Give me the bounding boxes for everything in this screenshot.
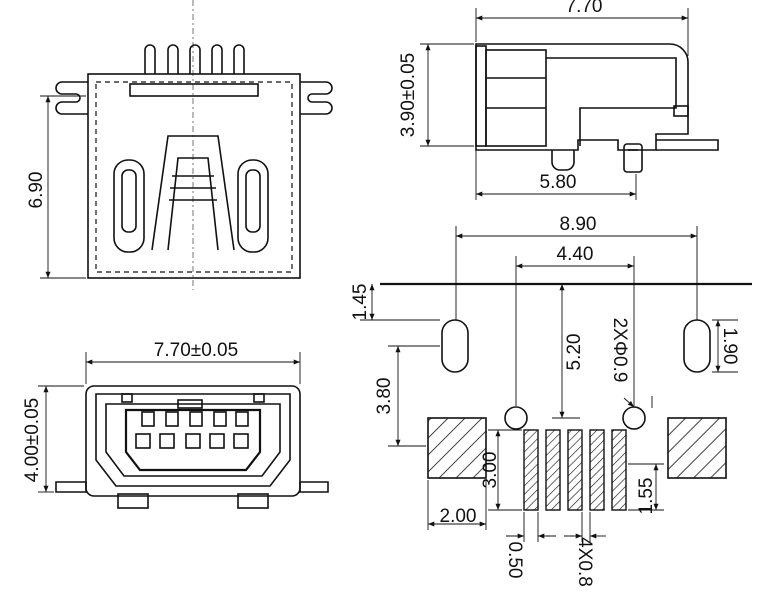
dim-fp-hole-to-edge: 5.20 bbox=[552, 284, 585, 419]
mount-pad-right bbox=[667, 417, 727, 479]
footprint-pin-width-label: 0.50 bbox=[504, 542, 525, 579]
side-view: 7.70 3.90±0.05 5.80 bbox=[398, 0, 719, 200]
locating-hole-left bbox=[504, 406, 528, 430]
dim-front-width: 7.70±0.05 bbox=[85, 340, 301, 384]
side-view-base-label: 5.80 bbox=[540, 172, 577, 193]
front-view-right-foot bbox=[299, 481, 329, 493]
mount-slot-left bbox=[441, 319, 469, 373]
dim-side-height: 3.90±0.05 bbox=[398, 43, 474, 147]
dim-top-height: 6.90 bbox=[26, 95, 86, 279]
dim-fp-pad-height: 3.00 bbox=[480, 429, 522, 511]
top-view-left-tab bbox=[55, 81, 88, 115]
locating-hole-right bbox=[622, 406, 646, 430]
dim-fp-edge-offset: 1.45 bbox=[350, 284, 440, 321]
dim-fp-slot-to-pad: 3.80 bbox=[374, 345, 440, 447]
dim-fp-pin-width: 0.50 bbox=[504, 512, 556, 578]
mount-pad-left bbox=[427, 417, 487, 479]
footprint-pad-height-label: 3.00 bbox=[480, 452, 501, 489]
signal-pads bbox=[523, 429, 627, 511]
dim-fp-hole-spacing: 4.40 bbox=[515, 244, 635, 406]
dim-fp-pin-pitch: 4X0.8 bbox=[564, 512, 606, 587]
top-view-right-tab bbox=[300, 81, 333, 115]
footprint-slot-to-pad-label: 3.80 bbox=[374, 378, 395, 415]
front-view-left-foot bbox=[55, 481, 87, 493]
footprint-edge-offset-label: 1.45 bbox=[350, 284, 371, 321]
dim-side-length: 7.70 bbox=[475, 0, 689, 56]
top-view: 6.90 bbox=[26, 0, 333, 290]
top-view-body bbox=[87, 73, 301, 279]
footprint-hole-spacing-label: 4.40 bbox=[557, 244, 594, 265]
footprint-slot-height-label: 1.90 bbox=[719, 328, 740, 365]
footprint-hole-to-edge-label: 5.20 bbox=[564, 334, 585, 371]
dim-front-height: 4.00±0.05 bbox=[22, 385, 84, 493]
top-view-height-label: 6.90 bbox=[26, 172, 47, 209]
front-view: 7.70±0.05 4.00±0.05 bbox=[22, 340, 329, 509]
side-view-height-label: 3.90±0.05 bbox=[398, 53, 419, 137]
footprint-hole-label: 2XΦ0.9 bbox=[609, 318, 630, 383]
footprint-pin-pitch-label: 4X0.8 bbox=[574, 537, 595, 587]
front-view-shell bbox=[85, 385, 301, 497]
footprint-overall-width-label: 8.90 bbox=[560, 214, 597, 235]
front-view-cavity bbox=[124, 408, 262, 472]
side-view-body bbox=[475, 43, 689, 151]
dim-fp-slot-height: 1.90 bbox=[712, 319, 740, 373]
footprint-pin-length-label: 1.55 bbox=[636, 478, 657, 515]
front-view-height-label: 4.00±0.05 bbox=[22, 398, 43, 482]
mount-slot-right bbox=[683, 319, 711, 373]
side-view-length-label: 7.70 bbox=[566, 0, 603, 17]
dim-fp-overall-width: 8.90 bbox=[455, 214, 698, 320]
side-view-peg bbox=[551, 150, 575, 171]
pcb-footprint: 8.90 4.40 1.45 3.80 5.20 bbox=[350, 214, 752, 587]
footprint-pad-width-label: 2.00 bbox=[440, 506, 477, 527]
front-view-width-label: 7.70±0.05 bbox=[154, 340, 238, 361]
front-view-contacts bbox=[135, 399, 249, 449]
top-view-pins bbox=[144, 44, 245, 74]
dim-fp-hole-callout: 2XΦ0.9 bbox=[609, 318, 653, 408]
side-view-pin bbox=[623, 143, 643, 173]
dim-fp-pad-width: 2.00 bbox=[427, 480, 487, 530]
dim-side-base: 5.80 bbox=[475, 150, 637, 200]
dim-fp-pin-length: 1.55 bbox=[628, 463, 664, 515]
